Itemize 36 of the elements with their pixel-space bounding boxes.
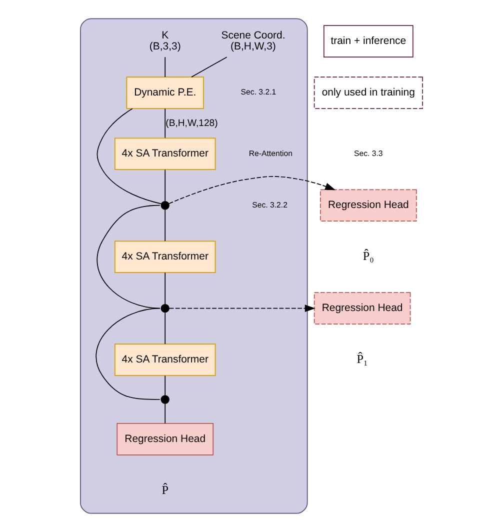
connector [164, 375, 166, 396]
connector [96, 204, 160, 309]
node-label: P̂ [161, 482, 168, 497]
node-box: 4x SA Transformer [114, 138, 216, 170]
node-text: K (B,3,3) [148, 30, 180, 53]
label: Sec. 3.3 [354, 148, 382, 158]
connector [96, 108, 162, 204]
connector [190, 56, 227, 78]
connector [164, 403, 166, 424]
connector [164, 272, 166, 304]
label: Sec. 3.2.1 [240, 88, 276, 97]
connector [164, 56, 166, 78]
label: Sec. 3.2.2 [252, 200, 287, 210]
legend-label: train + inference [330, 36, 406, 48]
node-box: 4x SA Transformer [114, 240, 216, 273]
arrow [168, 176, 336, 204]
node-circle [160, 304, 169, 313]
connector [164, 209, 166, 242]
arrow [168, 304, 315, 312]
node-text: Scene Coord. (B,H,W,3) [220, 30, 285, 53]
node-circle [160, 395, 169, 404]
connector [164, 108, 166, 138]
connector [95, 308, 160, 400]
edge-label: (B,H,W,128) [165, 118, 218, 129]
node-box: Dynamic P.E. [126, 76, 204, 109]
node-circle [160, 201, 169, 210]
connector [164, 169, 166, 202]
legend-label: only used in training [321, 88, 414, 99]
node-box: Regression Head [116, 423, 214, 456]
node-box: Regression Head [319, 189, 416, 222]
label: Re-Attention [248, 148, 292, 158]
node-label: P̂₀ [362, 249, 374, 264]
connector [164, 312, 166, 344]
node-box: 4x SA Transformer [114, 344, 216, 376]
node-box: Regression Head [313, 292, 410, 324]
node-label: P̂₁ [356, 352, 368, 366]
